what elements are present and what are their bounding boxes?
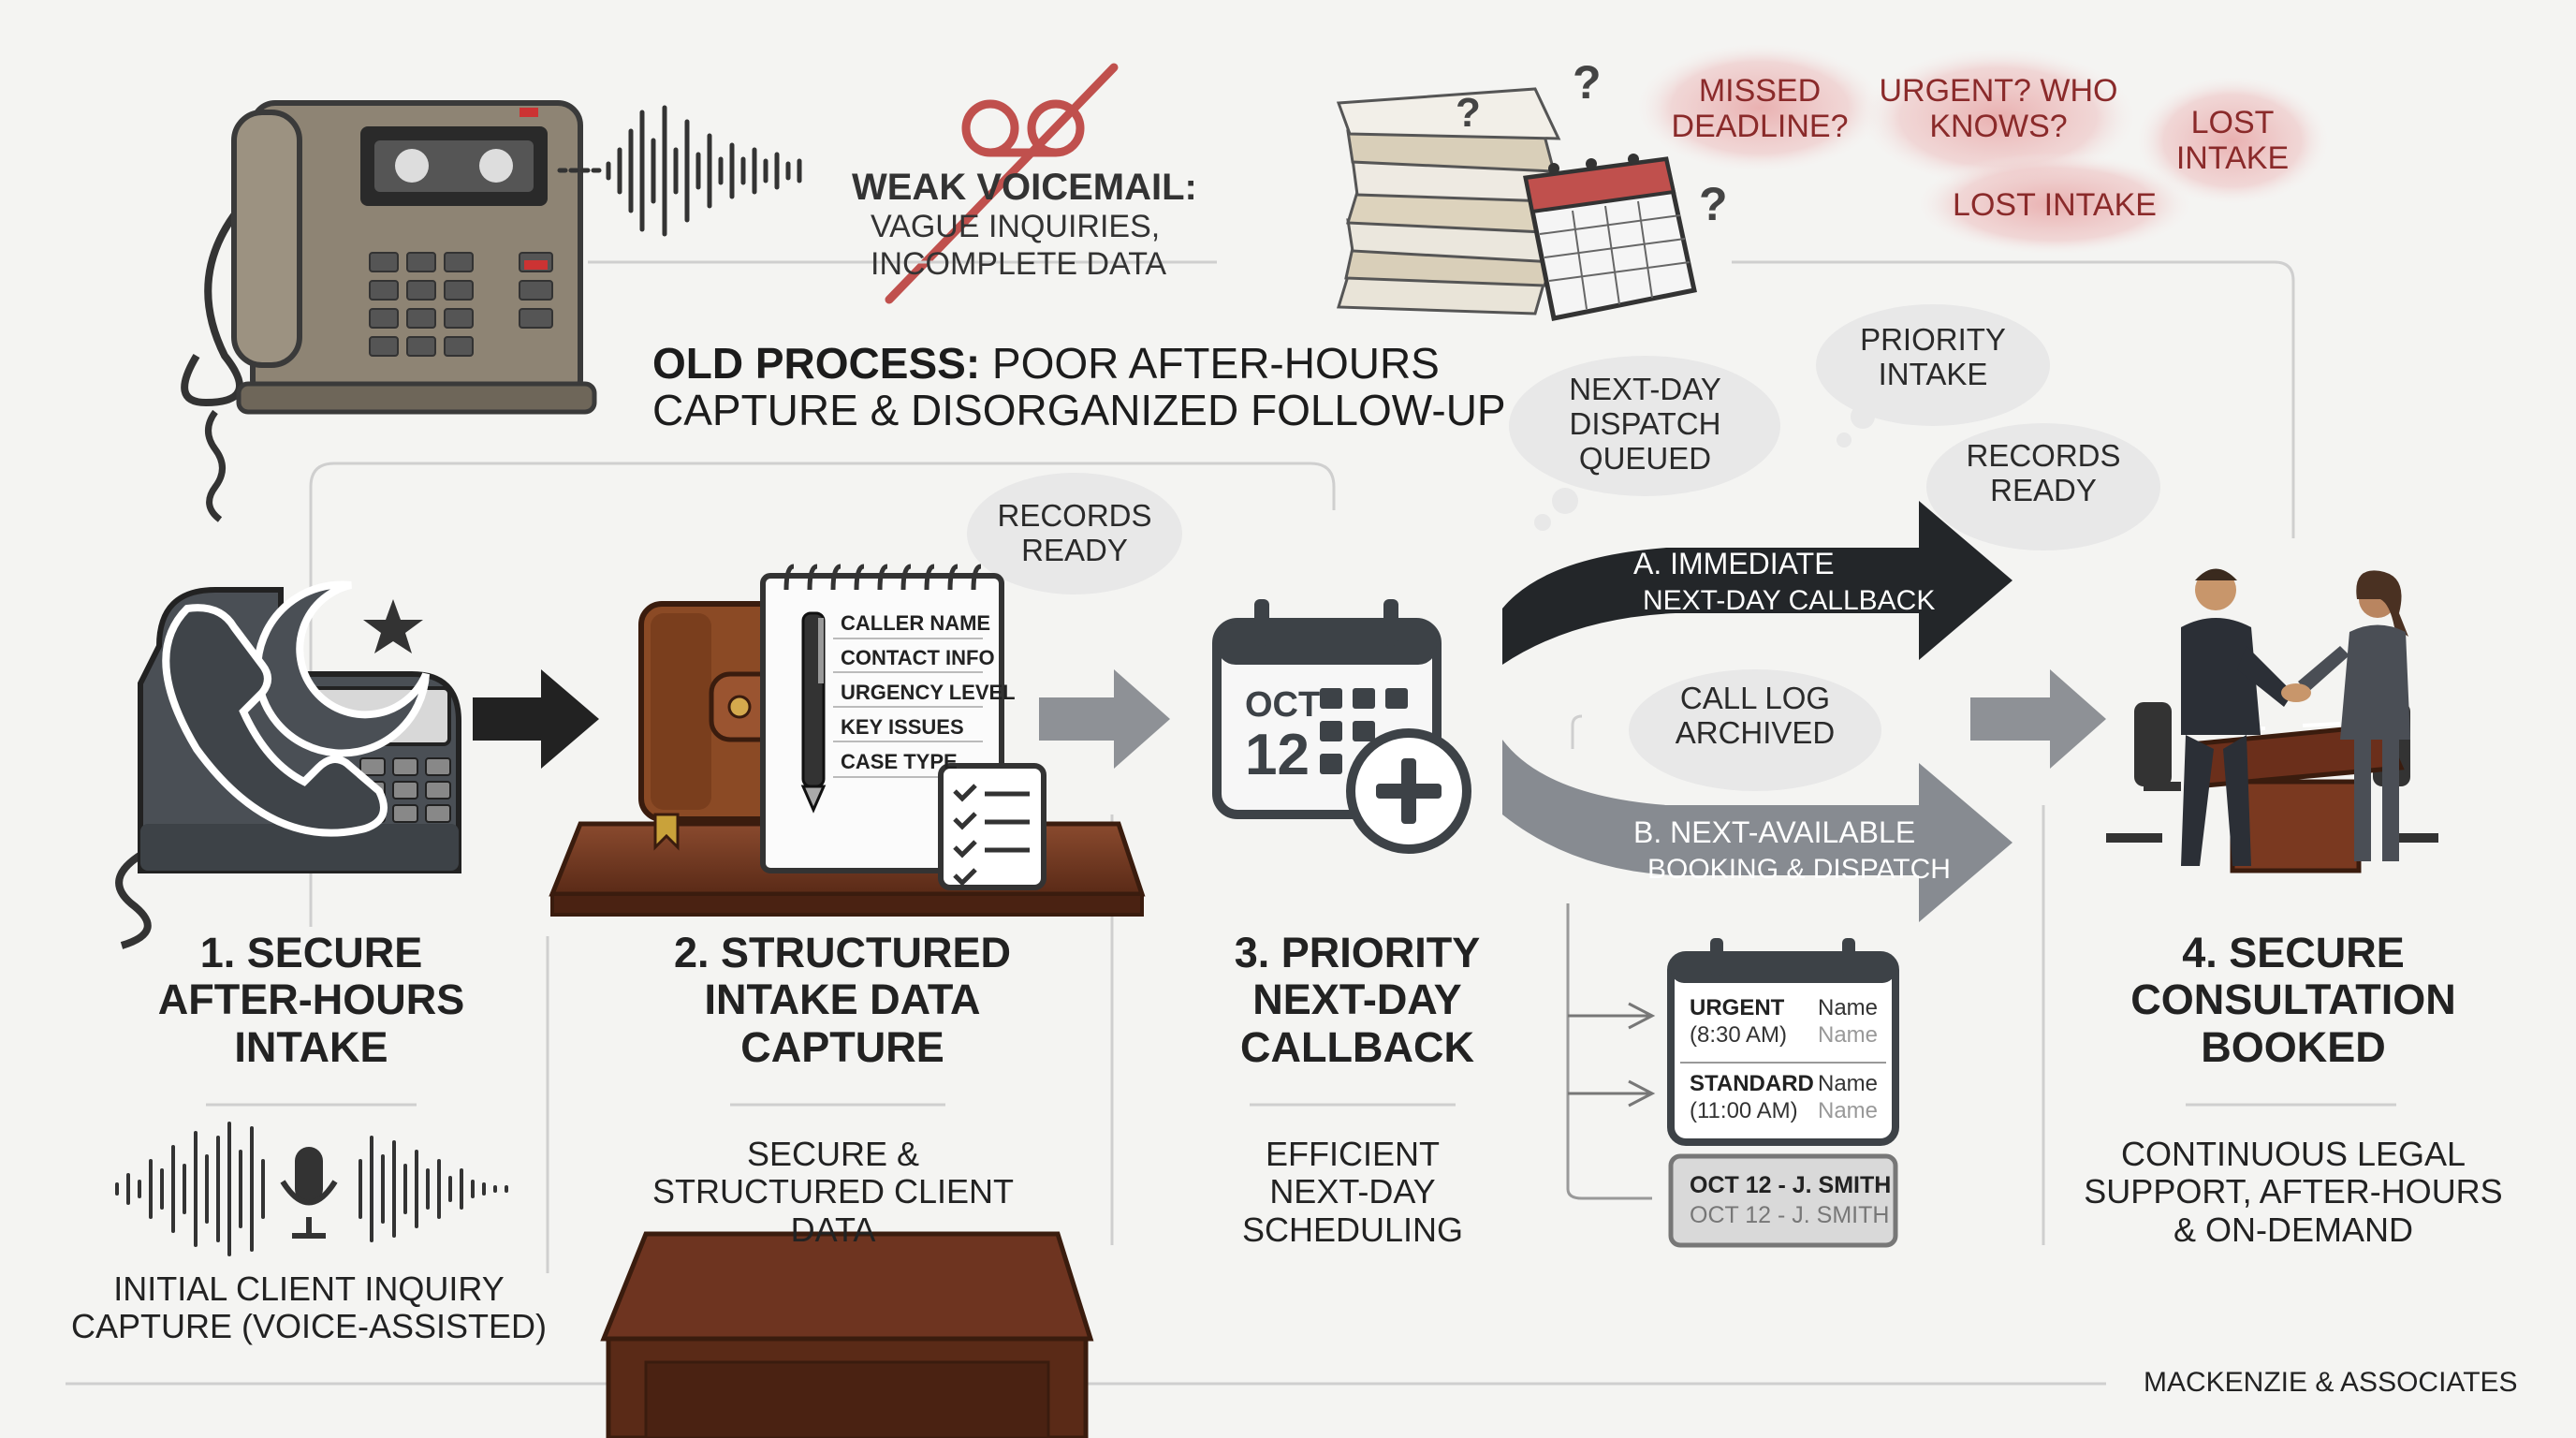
schedule-booking-line1: OCT 12 - J. SMITH xyxy=(1690,1172,1892,1198)
problem-lost-intake-1: LOST INTAKE xyxy=(2175,105,2290,177)
footer-firm-name: MACKENZIE & ASSOCIATES xyxy=(2144,1367,2518,1398)
voice-waveform-icon xyxy=(115,1122,508,1256)
lectern-icon xyxy=(600,1231,1094,1438)
vintage-phone-icon xyxy=(181,100,597,522)
branch-a-label-line1: A. IMMEDIATE xyxy=(1633,547,1835,580)
step-2-description: SECURE & STRUCTURED CLIENT DATA xyxy=(651,1135,1014,1249)
branch-b-label-line1: B. NEXT-AVAILABLE xyxy=(1633,815,1916,849)
checklist-icon xyxy=(938,763,1046,890)
schedule-card xyxy=(1667,938,1899,1248)
after-hours-phone-icon xyxy=(115,580,461,949)
branch-b-arrow xyxy=(1502,740,2012,922)
schedule-standard-label: STANDARD xyxy=(1690,1071,1814,1096)
branch-a-arrow xyxy=(1502,501,2012,665)
svg-text:?: ? xyxy=(1456,90,1481,136)
step-3-description: EFFICIENT NEXT-DAY SCHEDULING xyxy=(1241,1135,1464,1249)
voicemail-title: WEAK VOICEMAIL: xyxy=(852,167,1197,208)
step-1-description: INITIAL CLIENT INQUIRY CAPTURE (VOICE-AS… xyxy=(70,1269,548,1346)
old-process-heading: OLD PROCESS: POOR AFTER-HOURS xyxy=(652,339,1440,389)
schedule-standard-time: (11:00 AM) xyxy=(1690,1098,1798,1123)
thought-bubbles xyxy=(967,304,2160,791)
bubble-next-day-dispatch: NEXT-DAY DISPATCH QUEUED xyxy=(1569,372,1721,476)
bubble-priority-intake: PRIORITY INTAKE xyxy=(1860,322,2006,391)
notepad-field-case-type: CASE TYPE xyxy=(841,750,958,773)
old-process-heading-bold: OLD PROCESS: xyxy=(652,339,981,388)
bubble-records-ready-right: RECORDS READY xyxy=(1966,438,2121,507)
calendar-plus-icon xyxy=(1212,599,1471,854)
problem-urgent: URGENT? WHO KNOWS? xyxy=(1879,73,2118,145)
schedule-booking-line2: OCT 12 - J. SMITH xyxy=(1690,1202,1890,1228)
schedule-urgent-time: (8:30 AM) xyxy=(1690,1022,1788,1048)
problem-lost-intake-2: LOST INTAKE xyxy=(1953,187,2157,223)
step-1-title: 1. SECURE AFTER-HOURS INTAKE xyxy=(157,929,465,1071)
schedule-urgent-name-2: Name xyxy=(1818,1022,1879,1048)
problem-glows xyxy=(1633,42,2331,256)
problem-missed-deadline: MISSED DEADLINE? xyxy=(1671,73,1849,145)
old-process-heading-rest: POOR AFTER-HOURS xyxy=(980,339,1440,388)
notepad-field-contact-info: CONTACT INFO xyxy=(841,646,995,669)
step-4-title: 4. SECURE CONSULTATION BOOKED xyxy=(2130,929,2456,1071)
branch-a-label-line2: NEXT-DAY CALLBACK xyxy=(1643,585,1936,616)
notepad-field-caller-name: CALLER NAME xyxy=(841,611,991,635)
voicemail-desc-line1: VAGUE INQUIRIES, xyxy=(871,209,1161,244)
grey-arrow-4 xyxy=(1970,669,2106,769)
old-process-heading-line2: CAPTURE & DISORGANIZED FOLLOW-UP xyxy=(652,386,1506,434)
pen-icon xyxy=(800,611,827,814)
step-2-title: 2. STRUCTURED INTAKE DATA CAPTURE xyxy=(673,929,1012,1071)
voicemail-waveform-icon xyxy=(557,105,802,237)
calendar-month: OCT xyxy=(1245,685,1321,725)
dark-arrow-1 xyxy=(473,669,599,769)
voicemail-desc-line2: INCOMPLETE DATA xyxy=(871,246,1167,282)
microphone-icon xyxy=(280,1147,338,1239)
svg-text:?: ? xyxy=(1573,56,1602,109)
step-3-title: 3. PRIORITY NEXT-DAY CALLBACK xyxy=(1234,929,1481,1071)
bubble-call-log-archived: CALL LOG ARCHIVED xyxy=(1675,681,1836,750)
schedule-urgent-label: URGENT xyxy=(1690,995,1785,1020)
consultation-meeting-icon xyxy=(2106,568,2438,873)
crumpled-calendar-icon xyxy=(1523,154,1697,321)
step-4-description: CONTINUOUS LEGAL SUPPORT, AFTER-HOURS & … xyxy=(2084,1135,2503,1249)
svg-text:?: ? xyxy=(1699,178,1728,230)
grey-arrow-2 xyxy=(1039,669,1170,769)
schedule-standard-name: Name xyxy=(1818,1071,1879,1096)
leather-wallet-icon xyxy=(638,601,789,851)
branch-b-label-line2: BOOKING & DISPATCH xyxy=(1647,854,1951,885)
notepad-field-key-issues: KEY ISSUES xyxy=(841,715,964,739)
schedule-urgent-name: Name xyxy=(1818,995,1879,1020)
schedule-standard-name-2: Name xyxy=(1818,1098,1879,1123)
calendar-day: 12 xyxy=(1245,723,1310,787)
bubble-records-ready-left: RECORDS READY xyxy=(997,498,1152,567)
notepad-field-urgency-level: URGENCY LEVEL xyxy=(841,681,1016,704)
